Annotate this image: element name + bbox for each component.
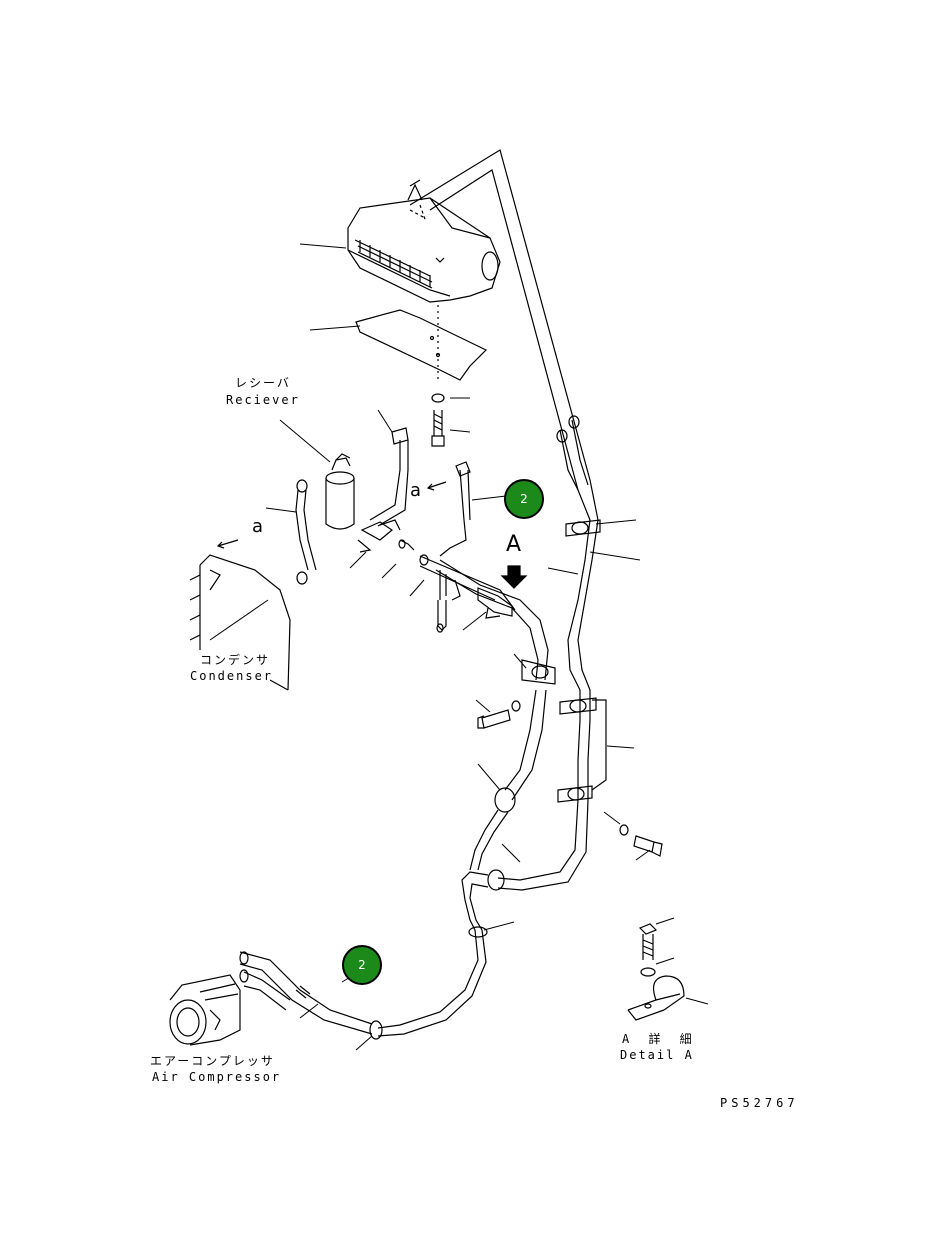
air-compressor <box>169 974 241 1046</box>
leader-lines <box>209 243 709 1051</box>
receiver-hose <box>357 427 409 553</box>
center-bolt <box>477 700 521 729</box>
receiver-drier <box>325 453 355 530</box>
condenser-label-en: Condenser <box>190 669 274 683</box>
condenser-label-jp: コンデンサ <box>200 653 271 667</box>
pipe-clamps <box>557 519 607 803</box>
receiver-label-en: Reciever <box>226 393 300 407</box>
middle-hose <box>435 559 556 871</box>
evaporator-unit <box>347 179 501 303</box>
view-a-label: A <box>506 532 522 557</box>
compressor-label-en: Air Compressor <box>152 1070 282 1084</box>
condenser <box>189 554 291 691</box>
callout-part-2-bottom[interactable]: 2 <box>342 945 382 985</box>
lower-pipe <box>369 799 589 1040</box>
marker-a-arrow-2 <box>216 539 239 549</box>
marker-a-label-2: a <box>252 516 264 537</box>
bolt <box>431 410 445 447</box>
mounting-plate <box>355 309 488 381</box>
detail-label-en: Detail A <box>620 1048 694 1062</box>
compressor-hose <box>239 951 373 1035</box>
detail-label-jp: A 詳 細 <box>622 1032 698 1046</box>
compressor-label-jp: エアーコンプレッサ <box>150 1054 275 1068</box>
marker-a-arrow-1 <box>426 481 447 491</box>
callout-part-2-top[interactable]: 2 <box>504 479 544 519</box>
short-hose <box>439 461 471 557</box>
drawing-reference: PS52767 <box>720 1096 799 1110</box>
detail-a-parts <box>627 923 685 1021</box>
receiver-label-jp: レシーバ <box>235 376 291 390</box>
marker-a-label-1: a <box>410 480 422 501</box>
evaporator-pipe <box>409 149 599 800</box>
condenser-hose <box>295 479 317 585</box>
right-bolt <box>619 824 663 857</box>
washer <box>431 393 445 403</box>
expansion-fittings <box>379 519 516 633</box>
view-a-arrow <box>500 565 528 589</box>
